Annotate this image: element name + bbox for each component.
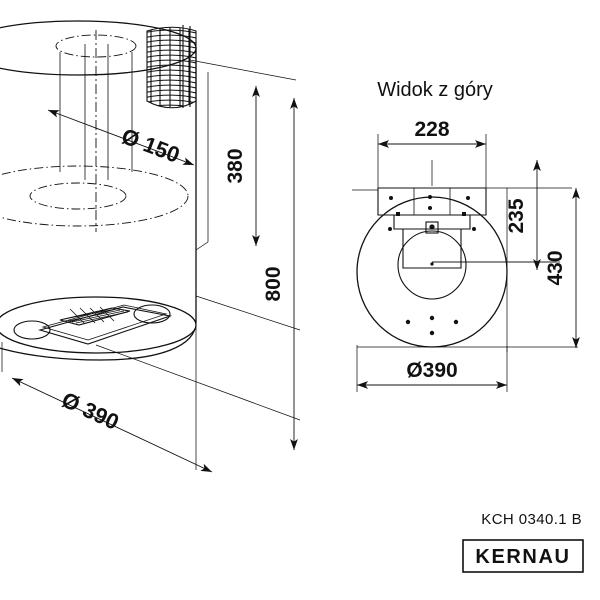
main-isometric-view [0,20,197,361]
dimension-body-diameter-label: Ø 390 [58,387,123,435]
dimension-800: 800 [262,98,298,450]
mounting-bracket [377,187,487,269]
hood-base [0,296,197,354]
lamp-left [13,320,51,340]
dimension-800-label: 800 [262,266,285,301]
top-view-body-circle [356,196,508,348]
dimension-228-label: 228 [414,118,449,141]
dimension-380: 380 [224,86,260,246]
vent-grille [146,25,197,109]
filter-mesh [63,306,129,325]
model-code: KCH 0340.1 B [481,511,582,528]
dimension-228: 228 [378,118,486,148]
duct-opening-top [55,34,137,58]
top-view-duct-circle [397,230,467,300]
dimension-rails [195,72,209,470]
lamp-right [133,304,171,324]
inner-body-outline-large [0,165,189,227]
dimension-body-diameter: Ø 390 [11,377,213,473]
dimension-430: 430 [544,188,580,348]
dimension-top-body-diameter: Ø390 [357,359,507,389]
top-view: Widok z góry [352,79,580,392]
top-view-title: Widok z góry [377,79,493,101]
top-view-fixing-holes [405,315,459,336]
dimension-top-body-diameter-label: Ø390 [406,359,457,382]
brand-logo-text: KERNAU [475,546,570,568]
brand-logo-box [462,539,584,573]
footer-block: KCH 0340.1 B KERNAU [462,511,584,573]
dimension-235-label: 235 [505,198,528,233]
dimension-380-label: 380 [224,148,247,183]
inner-body-outline-small [29,182,127,210]
dimension-235: 235 [505,160,541,270]
dimension-430-label: 430 [544,250,567,285]
